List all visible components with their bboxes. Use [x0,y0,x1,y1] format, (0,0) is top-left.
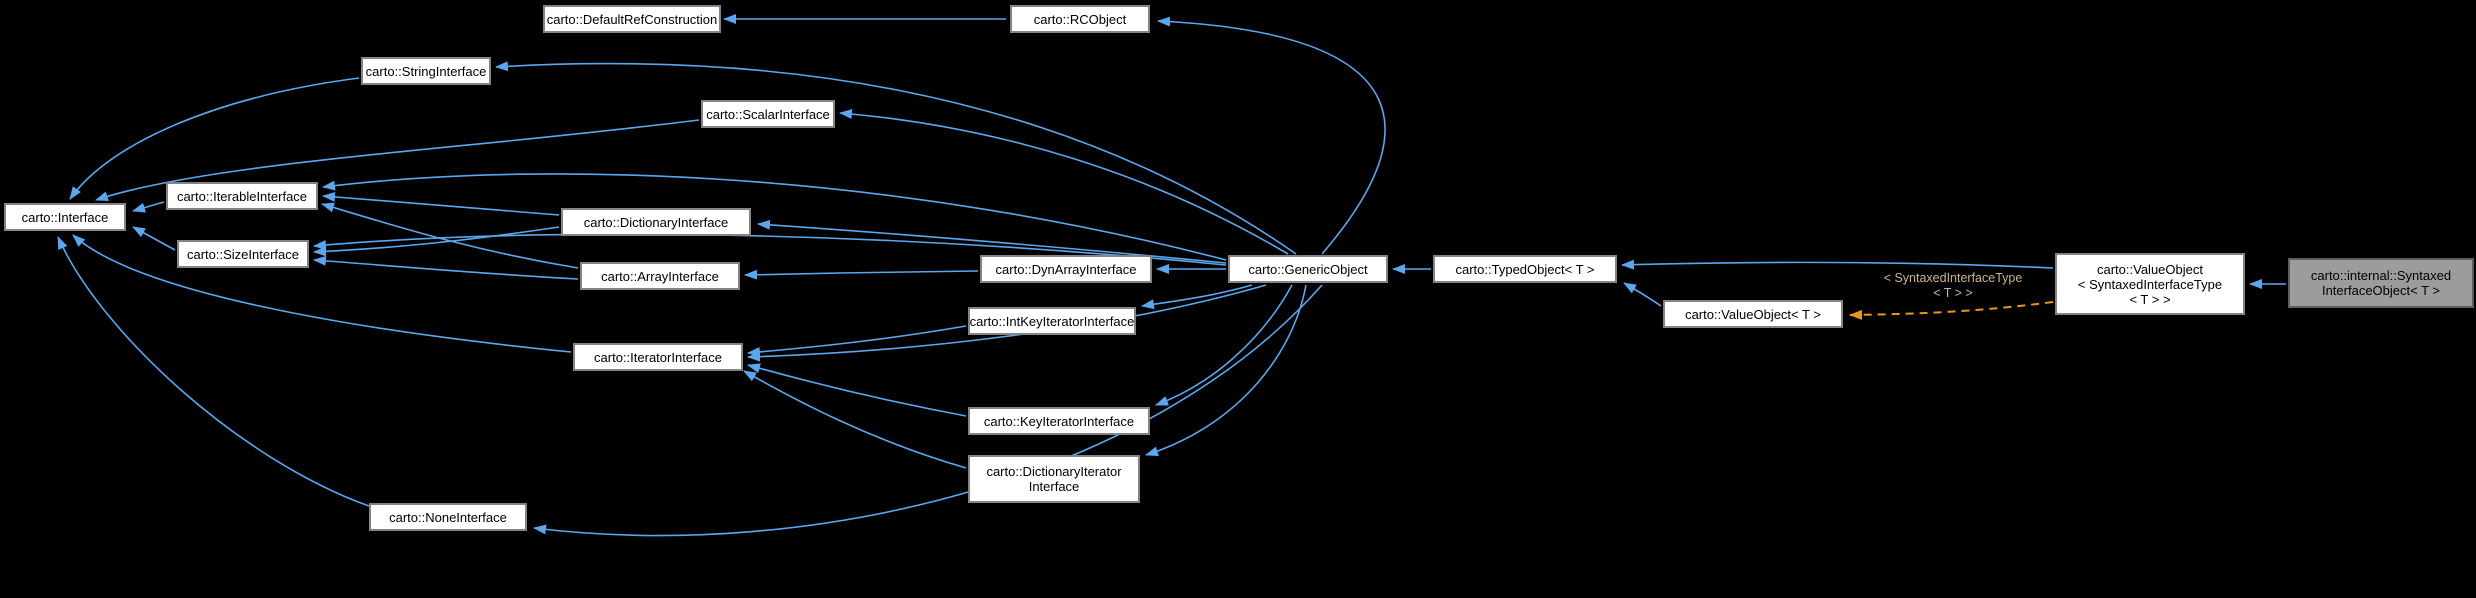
edge-genericobject-to-noneinterface [533,284,1323,537]
node-carto-sizeinterface[interactable]: carto::SizeInterface [177,240,309,268]
node-carto-defaultrefconstruction[interactable]: carto::DefaultRefConstruction [543,5,721,33]
edge-genericobject-to-keyiteratorinterface [1155,284,1293,406]
node-carto-arrayinterface[interactable]: carto::ArrayInterface [580,262,740,290]
node-label: carto::IterableInterface [176,188,308,204]
edge-genericobject-to-iterableinterface [322,173,1227,261]
edge-noneinterface-to-interface [57,236,370,507]
edge-genericobject-to-rcobject [1157,16,1386,255]
node-carto-intkeyiteratorinterface[interactable]: carto::IntKeyIteratorInterface [968,307,1136,335]
edge-arrayinterface-to-sizeinterface [313,255,579,280]
node-carto-genericobject[interactable]: carto::GenericObject [1228,255,1388,283]
node-carto-internal-syntaxedinterfaceobject[interactable]: carto::internal::Syntaxed InterfaceObjec… [2288,258,2474,308]
node-label: carto::IteratorInterface [594,349,722,365]
node-label: carto::TypedObject< T > [1455,261,1595,277]
edge-valueobject-t-to-typedobject [1623,282,1662,307]
node-label: carto::IntKeyIteratorInterface [969,313,1135,329]
node-carto-keyiteratorinterface[interactable]: carto::KeyIteratorInterface [968,407,1150,435]
node-label: carto::DictionaryInterface [583,214,729,230]
node-carto-valueobject-syntaxedinterfacetype[interactable]: carto::ValueObject < SyntaxedInterfaceTy… [2055,253,2245,315]
node-label-line: InterfaceObject< T > [2321,283,2441,298]
edge-genericobject-to-scalarinterface [839,109,1289,255]
node-label-line: carto::internal::Syntaxed [2310,268,2452,283]
template-edge-label-line: < T > > [1933,286,1973,300]
node-label-line: < T > > [2129,291,2171,307]
node-carto-typedobject[interactable]: carto::TypedObject< T > [1433,255,1617,283]
node-label: carto::ScalarInterface [706,106,830,122]
node-label: carto::ValueObject< T > [1685,306,1821,322]
node-label: carto::StringInterface [365,63,487,79]
node-carto-dynarrayinterface[interactable]: carto::DynArrayInterface [980,255,1152,283]
edge-scalarinterface-to-interface [95,119,700,201]
edge-sizeinterface-to-interface [132,226,176,251]
edge-genericobject-to-iteratorinterface [747,284,1267,362]
node-label-line: carto::DictionaryIterator [986,464,1122,479]
node-label: carto::DynArrayInterface [995,261,1137,277]
node-label: carto::NoneInterface [389,509,507,525]
edge-stringinterface-to-interface [69,77,360,200]
node-carto-scalarinterface[interactable]: carto::ScalarInterface [701,100,835,128]
edge-genericobject-to-intkeyiteratorinterface [1141,284,1253,310]
node-carto-dictionaryinterface[interactable]: carto::DictionaryInterface [561,208,751,236]
node-carto-iteratorinterface[interactable]: carto::IteratorInterface [573,343,743,371]
node-label-line: carto::ValueObject [2097,261,2203,277]
edge-dictionaryiteratorinterface-to-iteratorinterface [743,370,967,469]
node-carto-stringinterface[interactable]: carto::StringInterface [361,57,491,85]
edge-genericobject-to-stringinterface [495,61,1297,255]
node-carto-rcobject[interactable]: carto::RCObject [1010,5,1150,33]
node-carto-noneinterface[interactable]: carto::NoneInterface [369,503,527,531]
edge-keyiteratorinterface-to-iteratorinterface [747,363,967,417]
edge-dictionaryinterface-to-iterableinterface [322,191,560,216]
node-carto-iterableinterface[interactable]: carto::IterableInterface [166,182,318,210]
template-edge-label: < SyntaxedInterfaceType < T > > [1858,271,2048,301]
edge-genericobject-to-dictionaryinterface [757,219,1227,264]
node-label-line: Interface [1028,479,1080,494]
edge-dynarrayinterface-to-arrayinterface [744,269,979,280]
node-carto-dictionaryiteratorinterface[interactable]: carto::DictionaryIterator Interface [968,455,1140,503]
edge-template-valueobject-syntaxed-to-valueobject-t [1849,301,2054,320]
node-label: carto::SizeInterface [187,246,299,262]
edge-iterableinterface-to-interface [132,201,165,213]
edge-valueobject-syntaxed-to-typedobject [1621,259,2054,270]
node-carto-interface[interactable]: carto::Interface [4,203,126,231]
node-label: carto::RCObject [1033,11,1127,27]
node-carto-valueobject-t[interactable]: carto::ValueObject< T > [1663,300,1843,328]
node-label: carto::DefaultRefConstruction [546,11,718,27]
node-label-line: < SyntaxedInterfaceType [2077,276,2223,292]
edge-intkeyiteratorinterface-to-iteratorinterface [747,325,967,357]
edge-iteratorinterface-to-interface [72,234,572,353]
template-edge-label-line: < SyntaxedInterfaceType [1883,271,2023,285]
node-label: carto::Interface [21,209,109,225]
edge-genericobject-to-dictionaryiteratorinterface [1145,284,1307,457]
edge-dictionaryinterface-to-sizeinterface [313,226,560,257]
node-label: carto::ArrayInterface [601,268,719,284]
node-label: carto::KeyIteratorInterface [983,413,1135,429]
node-label: carto::GenericObject [1248,261,1368,277]
